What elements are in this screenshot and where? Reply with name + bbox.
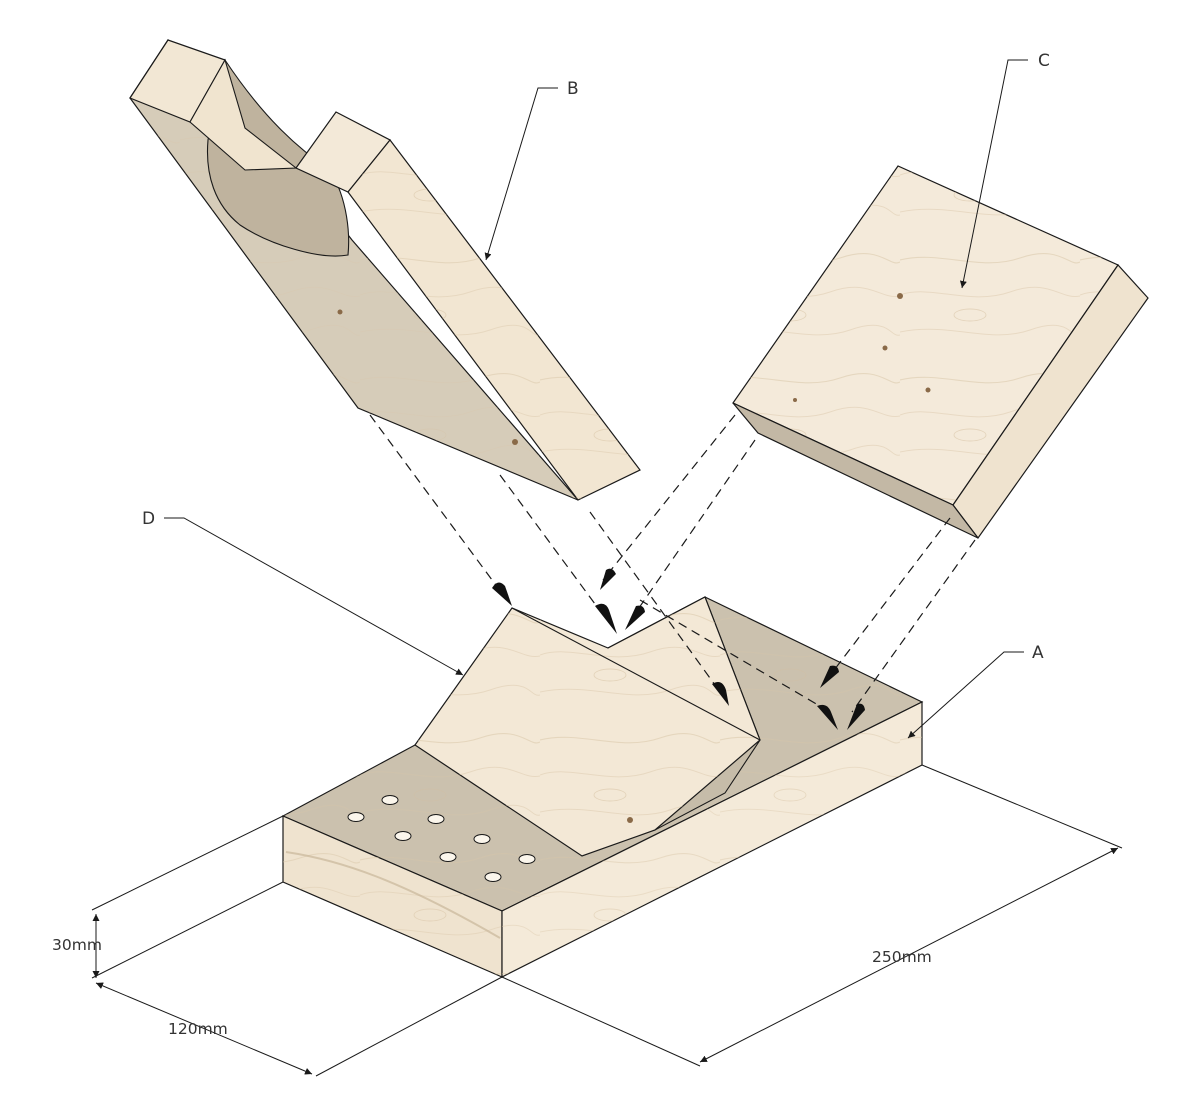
wood-knot xyxy=(793,398,797,402)
part-c-block xyxy=(732,165,1149,540)
part-d-wedge xyxy=(414,596,761,857)
base-holes xyxy=(347,795,536,882)
wood-knot xyxy=(925,387,931,393)
base-ply-seam xyxy=(285,851,501,939)
callout-label-d: D xyxy=(142,509,155,529)
guide-line xyxy=(639,599,819,706)
guide-line xyxy=(851,539,976,713)
callout-label-a: A xyxy=(1032,643,1044,663)
arrow-tip xyxy=(625,605,645,630)
leader-d xyxy=(164,517,464,676)
arrow-tip xyxy=(600,568,616,590)
block-bottom-face xyxy=(732,402,979,539)
guide-line xyxy=(602,414,736,581)
assembly-arrow-tips xyxy=(492,568,865,730)
leader-b xyxy=(484,87,558,261)
leader-c xyxy=(959,59,1028,289)
width-dimension-line xyxy=(95,982,313,1075)
part-b-notched-leg xyxy=(129,39,641,501)
arrow-tip xyxy=(712,682,729,706)
arrow-tip xyxy=(595,603,617,634)
length-dimension-label: 250mm xyxy=(872,948,932,966)
guide-line xyxy=(631,439,756,619)
hole xyxy=(484,872,502,882)
extension-line xyxy=(315,976,503,1077)
height-dimension-label: 30mm xyxy=(52,936,102,954)
guide-line xyxy=(499,474,596,605)
arrow-tip xyxy=(847,703,865,730)
arrow-tip xyxy=(820,665,839,688)
extension-line xyxy=(921,764,1123,849)
assembly-guide-lines xyxy=(369,414,976,713)
guide-line xyxy=(589,511,716,686)
base-side-grain xyxy=(502,702,922,977)
hole xyxy=(427,814,445,824)
wood-knot xyxy=(897,293,903,299)
arrow-tip xyxy=(817,704,838,730)
guide-line xyxy=(824,517,951,683)
wedge-edge xyxy=(511,607,761,741)
hole xyxy=(381,795,399,805)
hole xyxy=(473,834,491,844)
wood-knot xyxy=(627,817,633,823)
hole xyxy=(439,852,457,862)
extension-line xyxy=(91,881,284,979)
extension-line xyxy=(501,976,701,1067)
callout-leaders xyxy=(164,59,1028,739)
wood-knot xyxy=(337,309,343,315)
callout-label-b: B xyxy=(567,79,579,99)
base-front-grain xyxy=(283,816,502,977)
arrow-tip xyxy=(492,582,512,606)
hole xyxy=(518,854,536,864)
wood-knot xyxy=(512,439,518,445)
width-dimension-label: 120mm xyxy=(168,1020,228,1038)
leg-upper-front xyxy=(189,58,298,171)
block-top-grain xyxy=(733,166,1118,505)
wood-knot xyxy=(882,345,888,351)
leader-a xyxy=(907,651,1024,739)
dimension-lines xyxy=(91,764,1123,1077)
hole xyxy=(347,812,365,822)
callout-label-c: C xyxy=(1038,51,1050,71)
guide-line xyxy=(369,414,499,589)
leg-front-grain xyxy=(348,140,640,500)
length-dimension-line xyxy=(699,847,1119,1063)
extension-line xyxy=(91,815,284,911)
wedge-grain xyxy=(415,597,760,856)
hole xyxy=(394,831,412,841)
